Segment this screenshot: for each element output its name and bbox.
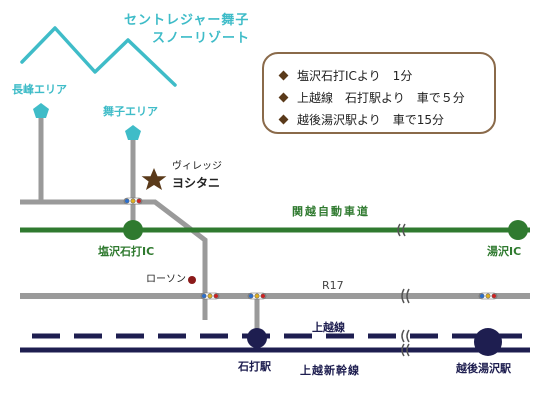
nagamine-area-label: 長峰エリア xyxy=(12,83,67,96)
highway-label: 関越自動車道 xyxy=(292,205,370,218)
maiko-area-pin[interactable] xyxy=(125,125,141,140)
station-ishiuchi-marker[interactable] xyxy=(247,328,267,348)
diamond-bullet-icon xyxy=(278,92,289,102)
nagamine-area-pin[interactable] xyxy=(33,103,49,118)
lawson-label: ローソン xyxy=(146,274,186,285)
signal-dots xyxy=(123,197,498,300)
ic-shiozawa-marker[interactable] xyxy=(123,220,143,240)
maiko-area-label: 舞子エリア xyxy=(103,105,158,118)
village-label-main: ヨシタニ xyxy=(172,176,221,190)
ic-yuzawa-label: 湯沢IC xyxy=(487,245,522,258)
lawson-marker[interactable] xyxy=(188,276,196,284)
local-road-connector xyxy=(20,199,208,320)
station-ishiuchi-label: 石打駅 xyxy=(238,360,271,373)
diamond-bullet-icon xyxy=(278,114,289,124)
access-item-yuzawa-text: 越後湯沢駅より 車で15分 xyxy=(297,112,445,127)
access-info-box: 塩沢石打ICより 1分 上越線 石打駅より 車で５分 越後湯沢駅より 車で15分 xyxy=(262,52,496,134)
shinkansen-label: 上越新幹線 xyxy=(300,364,360,377)
mountain-outline xyxy=(20,26,177,87)
village-yoshitani-star[interactable] xyxy=(141,168,167,190)
station-echigo-yuzawa-marker[interactable] xyxy=(474,328,502,356)
resort-name-line1: セントレジャー舞子 xyxy=(124,13,250,28)
route17-label: R17 xyxy=(322,279,344,292)
diamond-bullet-icon xyxy=(278,70,289,80)
access-item-ic: 塩沢石打ICより 1分 xyxy=(278,64,494,86)
joetsu-line-label: 上越線 xyxy=(312,321,345,334)
village-label-top: ヴィレッジ xyxy=(172,161,222,172)
access-item-ishiuchi: 上越線 石打駅より 車で５分 xyxy=(278,86,494,108)
access-item-ishiuchi-text: 上越線 石打駅より 車で５分 xyxy=(297,90,465,105)
station-echigo-yuzawa-label: 越後湯沢駅 xyxy=(456,362,511,375)
ic-yuzawa-marker[interactable] xyxy=(508,220,528,240)
resort-name-line2: スノーリゾート xyxy=(152,31,251,46)
ic-shiozawa-label: 塩沢石打IC xyxy=(98,245,155,258)
access-item-yuzawa: 越後湯沢駅より 車で15分 xyxy=(278,108,494,130)
access-item-ic-text: 塩沢石打ICより 1分 xyxy=(297,68,413,83)
break-marks xyxy=(397,223,410,357)
